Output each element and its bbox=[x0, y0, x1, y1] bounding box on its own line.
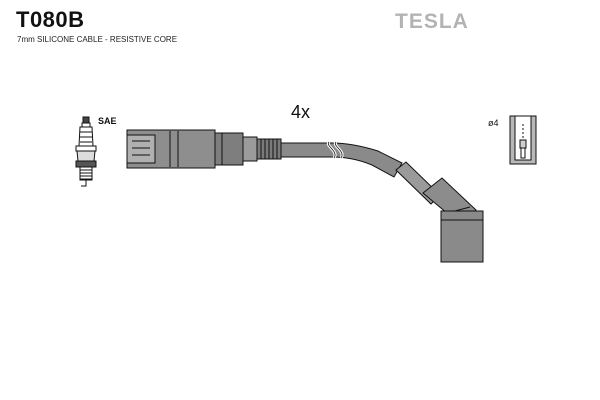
terminal-icon bbox=[509, 115, 537, 165]
plug-connector-boot bbox=[126, 129, 282, 169]
ignition-cable bbox=[280, 140, 403, 178]
brand-logo: TESLA bbox=[395, 10, 469, 33]
spark-plug-icon bbox=[75, 116, 97, 187]
sae-label: SAE bbox=[98, 116, 117, 126]
coil-connector-boot bbox=[395, 161, 484, 263]
part-code-title: T080B bbox=[16, 7, 85, 32]
terminal-diameter-label: ø4 bbox=[488, 118, 499, 128]
cable-description: 7mm SILICONE CABLE - RESISTIVE CORE bbox=[17, 35, 178, 44]
quantity-label: 4x bbox=[291, 102, 311, 122]
